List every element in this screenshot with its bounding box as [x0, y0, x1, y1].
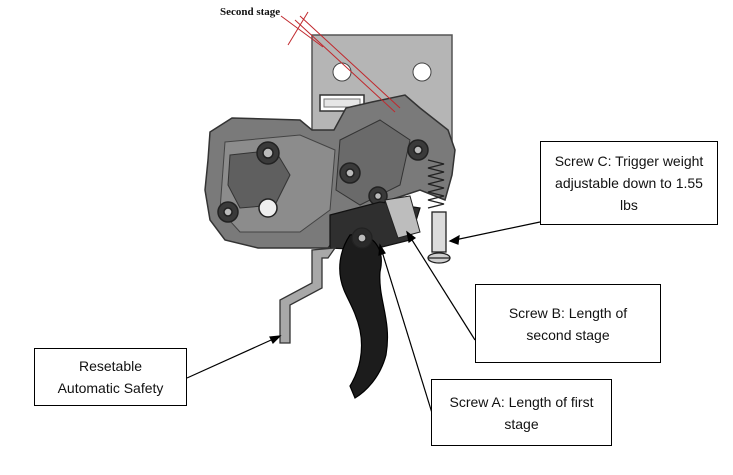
- pin: [258, 198, 278, 218]
- pin: [339, 162, 361, 184]
- trigger-blade: [339, 234, 389, 399]
- callout-safety: Resetable Automatic Safety: [34, 348, 187, 406]
- pin: [256, 141, 280, 165]
- leader-screw-b: [406, 231, 476, 341]
- pin: [407, 139, 429, 161]
- second-stage-label: Second stage: [220, 6, 281, 18]
- callout-screw-c: Screw C: Trigger weight adjustable down …: [540, 141, 718, 225]
- screw-a: [351, 227, 373, 249]
- trigger-spring: [427, 159, 445, 209]
- plate-hole: [412, 62, 432, 82]
- leader-screw-a: [379, 244, 433, 414]
- callout-screw-a: Screw A: Length of first stage: [431, 379, 612, 446]
- callout-screw-b: Screw B: Length of second stage: [475, 284, 661, 363]
- pin: [217, 201, 239, 223]
- leader-screw-c: [449, 221, 541, 242]
- leader-safety: [186, 335, 281, 379]
- plate-hole: [332, 62, 352, 82]
- safety-lever: [279, 247, 337, 344]
- second-stage-indicator: [280, 11, 401, 113]
- screw-c: [427, 211, 451, 264]
